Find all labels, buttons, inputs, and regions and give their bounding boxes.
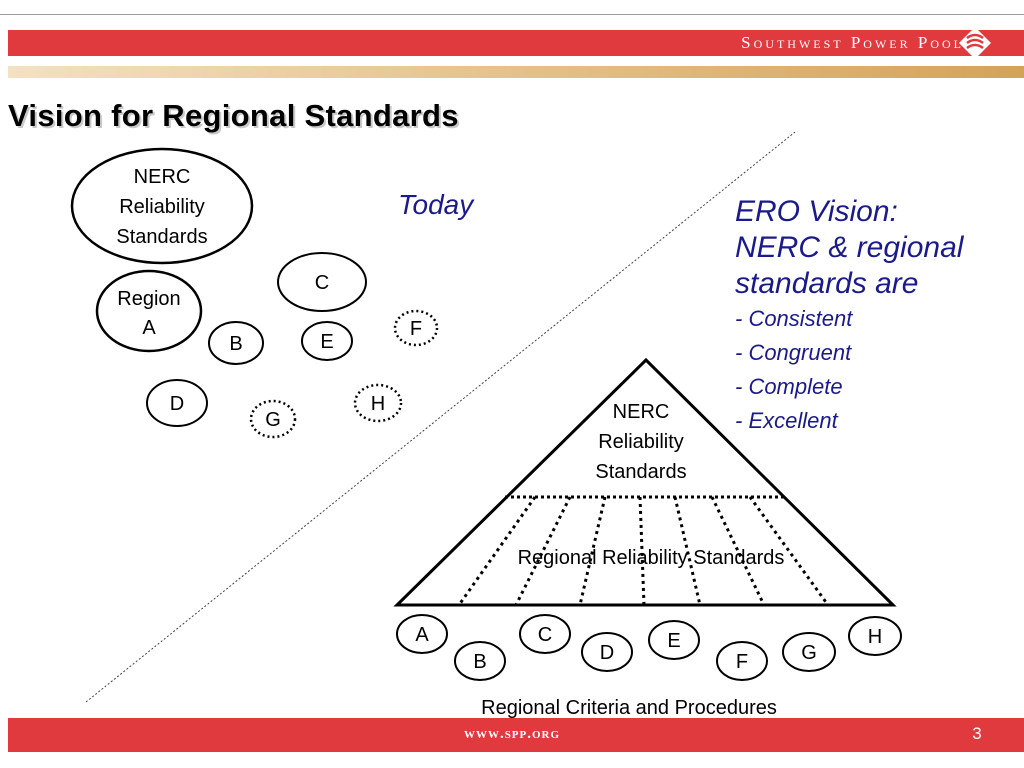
today-region-e-label: E — [320, 331, 333, 353]
pyramid-nerc-line-3: Standards — [595, 461, 686, 483]
pyramid-fan-line — [673, 496, 702, 606]
today-label: Today — [398, 189, 475, 220]
today-nerc-line-2: Reliability — [119, 196, 205, 218]
vision-item-congruent: - Congruent — [735, 340, 852, 365]
pyramid-region-g-label: G — [801, 642, 817, 664]
pyramid-base-label: Regional Criteria and Procedures — [481, 697, 777, 719]
today-region-d-label: D — [170, 393, 184, 415]
pyramid-region-c-label: C — [538, 624, 552, 646]
today-region-d-ellipse — [146, 379, 208, 427]
pyramid-region-h-label: H — [868, 626, 882, 648]
top-rule — [0, 14, 1024, 15]
today-region-b-label: B — [229, 333, 242, 355]
today-region-b-ellipse — [208, 321, 264, 365]
today-region-e-ellipse — [301, 321, 353, 361]
vision-heading-line-1: ERO Vision: — [735, 195, 898, 228]
today-nerc-line-3: Standards — [116, 226, 207, 248]
pyramid-region-f-label: F — [736, 651, 748, 673]
today-region-c-label: C — [315, 272, 329, 294]
pyramid-region-c-ellipse — [519, 614, 571, 654]
pyramid-region-a-label: A — [415, 624, 429, 646]
vision-heading-line-2: NERC & regional — [735, 231, 964, 264]
footer-url: www.spp.org — [463, 726, 561, 742]
pyramid-triangle — [393, 357, 897, 607]
today-region-a-line-1: Region — [117, 288, 180, 310]
pyramid-fan-line — [710, 496, 766, 606]
pyramid-region-d-ellipse — [581, 632, 633, 672]
pyramid-fan-line — [457, 496, 537, 606]
spp-logo-icon — [959, 27, 991, 59]
vision-item-excellent: - Excellent — [735, 408, 838, 433]
slide-title: Vision for Regional Standards — [8, 98, 459, 133]
pyramid-fan-line — [578, 496, 607, 606]
pyramid-nerc-line-2: Reliability — [598, 431, 684, 453]
today-nerc-line-1: NERC — [134, 166, 191, 188]
pyramid-region-b-label: B — [473, 651, 486, 673]
company-name: Southwest Power Pool — [741, 33, 964, 52]
today-region-f-ellipse — [393, 309, 439, 347]
pyramid-fan-line — [514, 496, 572, 606]
today-nerc-ellipse — [70, 147, 254, 265]
vision-item-consistent: - Consistent — [735, 306, 853, 331]
pyramid-region-e-label: E — [667, 630, 680, 652]
today-region-c-ellipse — [277, 252, 367, 312]
today-region-g-label: G — [265, 409, 281, 431]
ero-vision-block: ERO Vision: NERC & regional standards ar… — [735, 194, 963, 438]
today-region-f-label: F — [410, 318, 422, 340]
pyramid-region-a-ellipse — [396, 614, 448, 654]
pyramid-region-f-ellipse — [716, 641, 768, 681]
pyramid-nerc-line-1: NERC — [613, 401, 670, 423]
today-region-g-ellipse — [249, 399, 297, 439]
today-region-h-label: H — [371, 393, 385, 415]
pyramid-region-d-label: D — [600, 642, 614, 664]
today-region-a-ellipse — [95, 269, 203, 353]
vision-heading-line-3: standards are — [735, 267, 919, 300]
pyramid-region-h-ellipse — [848, 616, 902, 656]
pyramid-region-b-ellipse — [454, 641, 506, 681]
accent-bar — [8, 66, 1024, 78]
header-bar — [8, 30, 1024, 56]
today-region-h-ellipse — [353, 383, 403, 423]
pyramid-fan-line — [748, 496, 830, 606]
footer-bar — [8, 718, 1024, 752]
pyramid-region-e-ellipse — [648, 620, 700, 660]
vision-item-complete: - Complete — [735, 374, 843, 399]
pyramid-region-g-ellipse — [782, 632, 836, 672]
today-region-a-line-2: A — [142, 317, 156, 339]
page-number: 3 — [972, 724, 982, 743]
pyramid-middle-label: Regional Reliability Standards — [518, 547, 785, 569]
